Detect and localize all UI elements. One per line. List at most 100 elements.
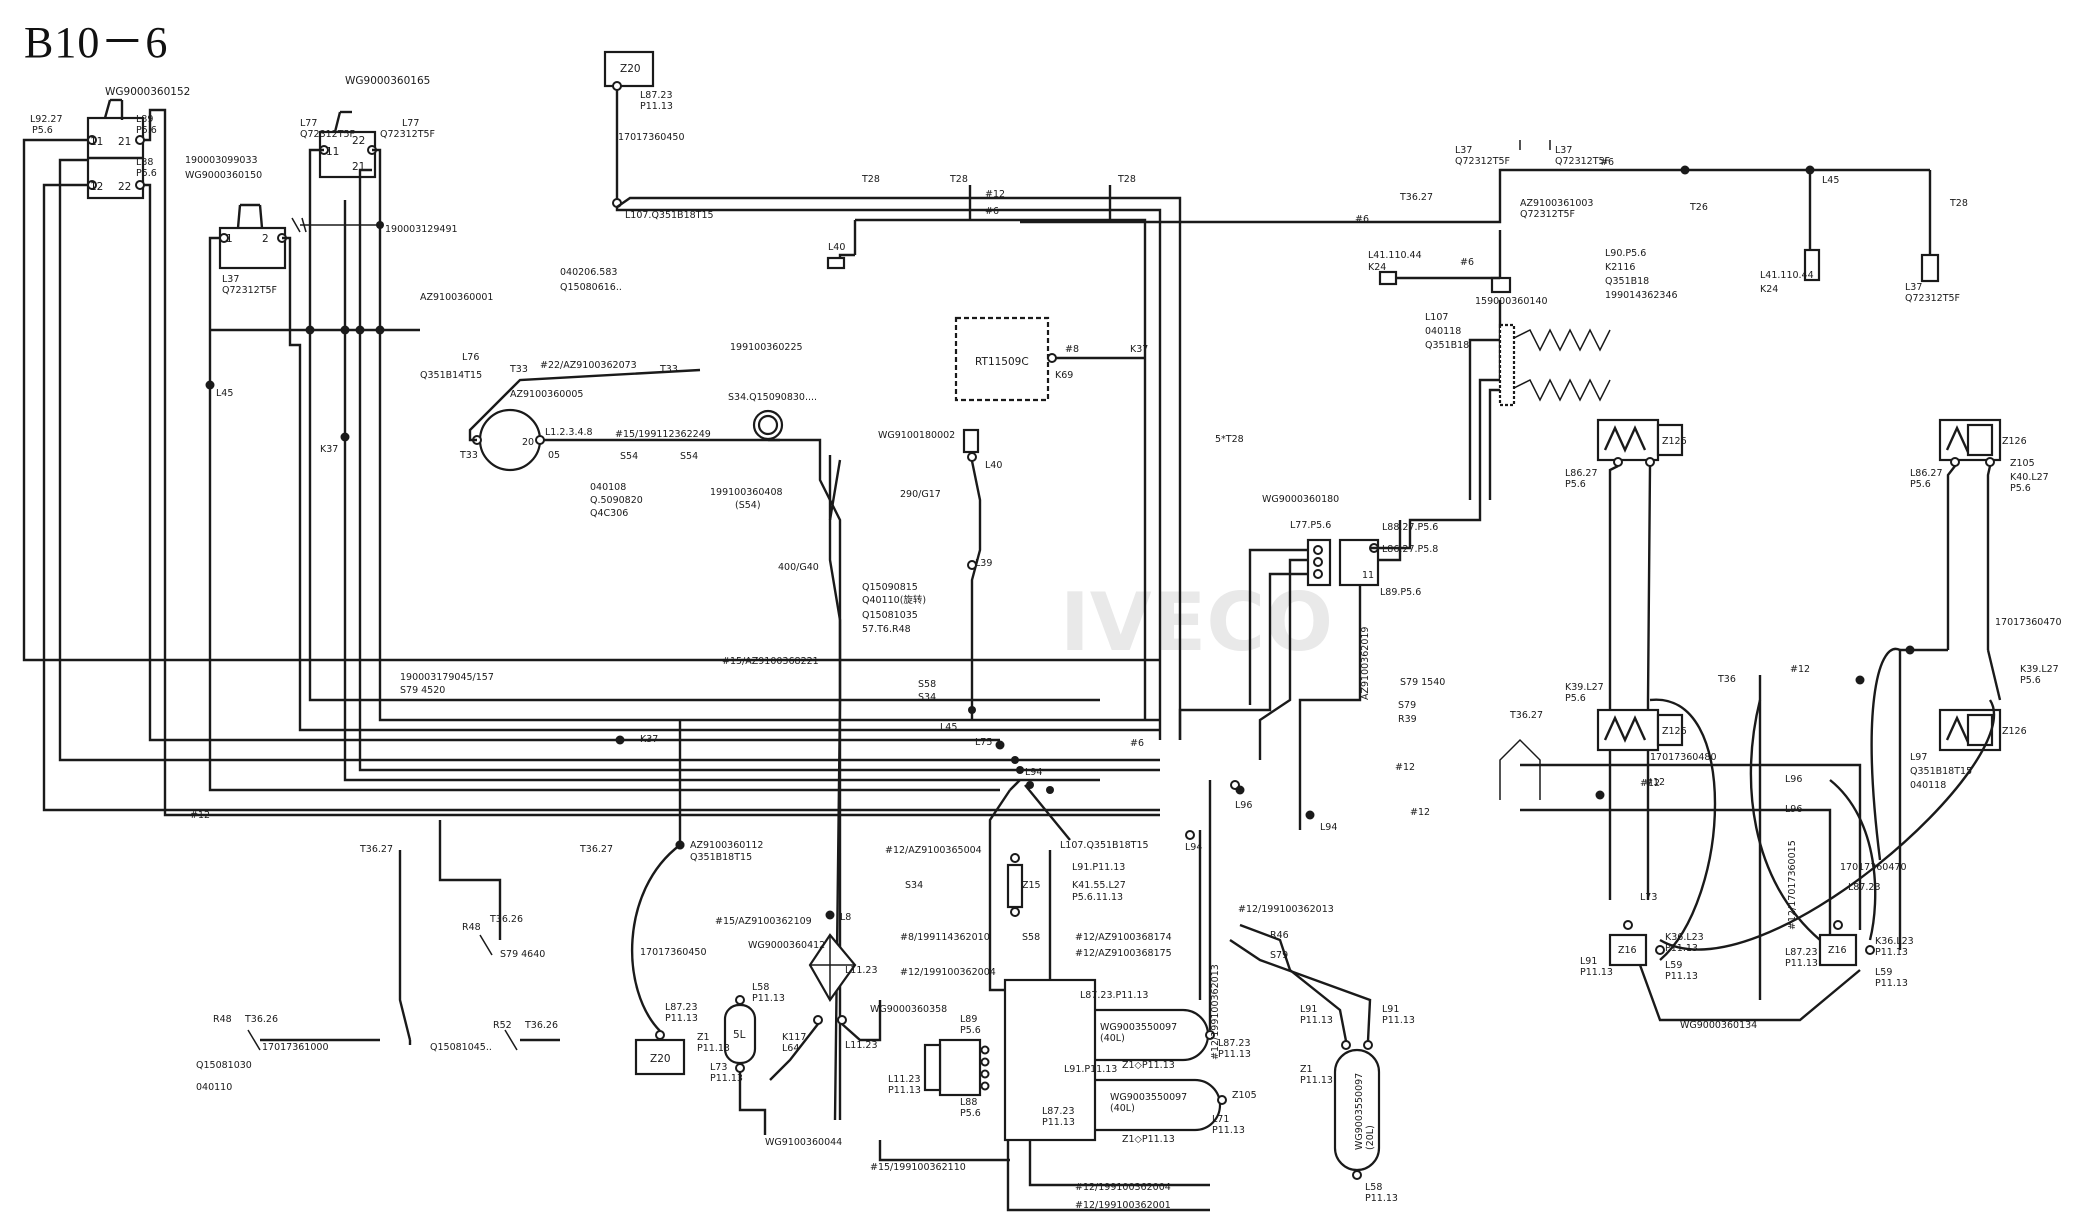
label-190003129491: 190003129491 xyxy=(385,224,458,235)
left-trunk-wires xyxy=(22,100,1160,817)
label-wg002: WG9100180002 xyxy=(878,430,955,441)
label-l89b: L89.P5.6 xyxy=(1380,587,1421,598)
label-17017360480: 17017360480 xyxy=(1650,752,1717,763)
label-wc165: WG9000360165 xyxy=(345,75,430,87)
label-az001: AZ9100360001 xyxy=(420,292,493,303)
connector-190003129491 xyxy=(291,217,380,233)
label-t3627c: T36.27 xyxy=(359,844,393,855)
label-t3627b: T36.27 xyxy=(1509,710,1543,721)
label-z16b: Z16 xyxy=(1828,945,1847,956)
label-p56a: P5.6 xyxy=(32,125,53,136)
label-t3626b: T36.26 xyxy=(244,1014,278,1025)
svg-text:11: 11 xyxy=(326,146,339,158)
label-6c: #6 xyxy=(1460,257,1474,268)
label-l41b: L41.110.44 xyxy=(1760,270,1814,281)
label-12e: #12 xyxy=(190,810,210,821)
label-wc152: WG9000360152 xyxy=(105,86,190,98)
label-l1123a: L11.23 xyxy=(845,965,878,976)
label-l45a: L45 xyxy=(216,388,233,399)
label-040110: 040110 xyxy=(196,1082,232,1093)
label-k37c: K37 xyxy=(640,734,658,745)
label-l37a: L37 xyxy=(222,274,239,285)
label-t33a: T33 xyxy=(509,364,528,375)
label-z105a: Z105 xyxy=(2010,458,2035,469)
label-q15080616: Q15080616.. xyxy=(560,282,622,293)
label-z126b: Z126 xyxy=(1662,726,1687,737)
label-12b: #12 xyxy=(1645,777,1665,788)
label-s79-1540: S79 1540 xyxy=(1400,677,1445,688)
label-rt11509c: RT11509C xyxy=(975,356,1029,368)
label-wg134: WG9000360134 xyxy=(1680,1020,1757,1031)
center-vertical-wires xyxy=(828,428,982,1121)
label-15-199: #15/199112362249 xyxy=(615,429,711,440)
label-l94a: L94 xyxy=(1025,767,1042,778)
label-l8723c: L87.23 xyxy=(1848,882,1881,893)
label-az003: AZ9100361003 xyxy=(1520,198,1593,209)
label-s58b: S58 xyxy=(1022,932,1040,943)
label-l37b: L37 xyxy=(1455,145,1472,156)
label-6d: #6 xyxy=(1355,214,1369,225)
label-tank3: WG9003550097(20L) xyxy=(1354,1073,1376,1150)
label-l37c: L37 xyxy=(1555,145,1572,156)
label-q2: Q72312T5F xyxy=(380,129,435,140)
label-12az004: #12/AZ9100365004 xyxy=(885,845,982,856)
relay-z126-b xyxy=(1596,708,1684,752)
label-wg180: WG9000360180 xyxy=(1262,494,1339,505)
label-l87c: L87.23.P11.13 xyxy=(1080,990,1148,1001)
label-040206: 040206.583 xyxy=(560,267,617,278)
label-17017361000: 17017361000 xyxy=(262,1042,329,1053)
relay-z126-c xyxy=(1938,418,2002,650)
label-az112: AZ9100360112 xyxy=(690,840,763,851)
label-k69: K69 xyxy=(1055,370,1073,381)
connector-z20-top xyxy=(603,50,1182,740)
label-4520: S79 4520 xyxy=(400,685,445,696)
label-r52: R52 xyxy=(493,1020,512,1031)
label-z20b: Z20 xyxy=(650,1053,671,1065)
svg-text:1: 1 xyxy=(226,233,233,245)
label-q4c306: Q4C306 xyxy=(590,508,628,519)
label-1707: #12/17017360015 xyxy=(1787,840,1798,930)
label-r48b: R48 xyxy=(213,1014,232,1025)
label-l8827b: L86.27.P5.8 xyxy=(1382,544,1438,555)
label-12a: #12 xyxy=(985,189,1005,200)
label-q3: Q72312T5F xyxy=(222,285,277,296)
label-s54b: S54 xyxy=(680,451,698,462)
svg-text:22: 22 xyxy=(118,181,131,193)
label-12-199013: #12/199100362013 xyxy=(1238,904,1334,915)
label-11: 11 xyxy=(1362,570,1374,581)
label-t33c: T33 xyxy=(459,450,478,461)
label-l90: L90.P5.6 xyxy=(1605,248,1646,259)
junction-nodes xyxy=(615,645,1915,920)
valve-cluster-center xyxy=(769,933,990,1097)
lower-center-wires xyxy=(878,756,1240,1212)
label-q40110: Q40110(旋转) xyxy=(862,594,926,606)
label-z126d: Z126 xyxy=(2002,726,2027,737)
label-s34: S34.Q15090830.... xyxy=(728,392,817,403)
label-wg412: WG9000360412 xyxy=(748,940,825,951)
label-l97: L97 xyxy=(1910,752,1927,763)
label-q5: Q72312T5F xyxy=(1455,156,1510,167)
right-valves xyxy=(1520,647,1996,1022)
label-tank1: WG9003550097(40L) xyxy=(1100,1022,1177,1044)
label-az019: AZ9100362019 xyxy=(1360,627,1371,700)
module-rt11509c xyxy=(954,316,1145,402)
label-l94c: L94 xyxy=(1320,822,1337,833)
coil-s34 xyxy=(752,409,832,520)
label-q15081035: Q15081035 xyxy=(862,610,918,621)
label-57t6r48: 57.T6.R48 xyxy=(862,624,911,635)
